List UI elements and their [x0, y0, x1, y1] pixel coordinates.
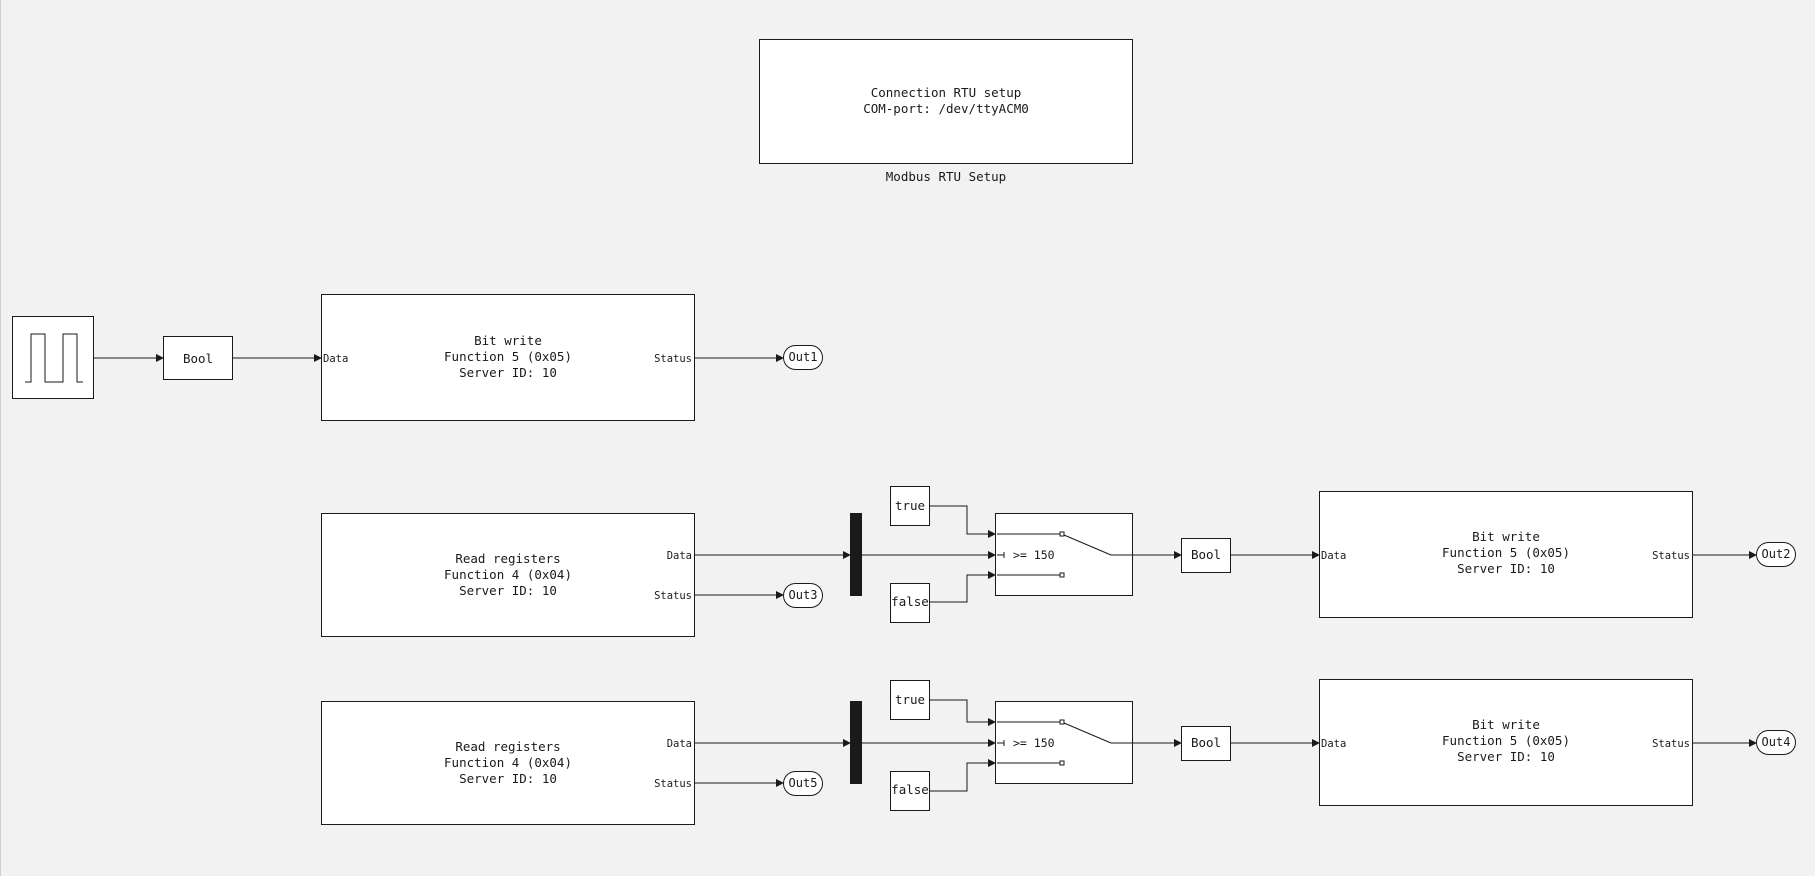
readreg-title: Read registers	[455, 739, 560, 754]
arrow-icon	[1749, 551, 1757, 559]
outport-out3[interactable]: Out3	[783, 583, 823, 608]
port-status-label: Status	[654, 590, 692, 602]
switch-block-1[interactable]: >= 150	[995, 513, 1133, 596]
setup-line2: COM-port: /dev/ttyACM0	[863, 101, 1029, 116]
readreg-function: Function 4 (0x04)	[444, 755, 572, 770]
bitwrite-server-id: Server ID: 10	[1457, 561, 1555, 576]
outport-out1[interactable]: Out1	[783, 345, 823, 370]
constant-label: true	[895, 498, 925, 513]
bitwrite-function: Function 5 (0x05)	[444, 349, 572, 364]
bitwrite-server-id: Server ID: 10	[459, 365, 557, 380]
outport-label: Out2	[1762, 547, 1791, 561]
readreg-title: Read registers	[455, 551, 560, 566]
arrow-icon	[988, 759, 996, 767]
outport-label: Out1	[789, 350, 818, 364]
arrow-icon	[1749, 739, 1757, 747]
outport-label: Out3	[789, 588, 818, 602]
readreg-server-id: Server ID: 10	[459, 583, 557, 598]
bool-label: Bool	[1191, 735, 1221, 750]
pulse-generator-block[interactable]	[12, 316, 94, 399]
port-data-label: Data	[667, 550, 692, 562]
bit-write-block-2[interactable]: Bit write Function 5 (0x05) Server ID: 1…	[1319, 491, 1693, 618]
wire-true1-to-switch	[930, 505, 989, 535]
arrow-icon	[988, 718, 996, 726]
bool-label: Bool	[183, 351, 213, 366]
outport-out4[interactable]: Out4	[1756, 730, 1796, 755]
constant-false-1[interactable]: false	[890, 583, 930, 623]
arrow-icon	[776, 779, 784, 787]
wire-false2-to-switch	[930, 762, 989, 792]
arrow-icon	[988, 551, 996, 559]
arrow-icon	[776, 354, 784, 362]
wire-false1-to-switch	[930, 574, 989, 603]
readreg-function: Function 4 (0x04)	[444, 567, 572, 582]
demux-bar-2[interactable]	[850, 701, 862, 784]
bitwrite-function: Function 5 (0x05)	[1442, 733, 1570, 748]
arrow-icon	[988, 739, 996, 747]
pulse-wave-icon	[25, 333, 83, 383]
bitwrite-title: Bit write	[1472, 529, 1540, 544]
bitwrite-title: Bit write	[1472, 717, 1540, 732]
arrow-icon	[843, 551, 851, 559]
bitwrite-server-id: Server ID: 10	[1457, 749, 1555, 764]
bool-convert-block-1[interactable]: Bool	[163, 336, 233, 380]
arrow-icon	[314, 354, 322, 362]
port-status-label: Status	[1652, 550, 1690, 562]
constant-label: false	[891, 782, 929, 797]
bool-convert-block-2[interactable]: Bool	[1181, 538, 1231, 573]
switch-block-2[interactable]: >= 150	[995, 701, 1133, 784]
arrow-icon	[156, 354, 164, 362]
bit-write-block-3[interactable]: Bit write Function 5 (0x05) Server ID: 1…	[1319, 679, 1693, 806]
arrow-icon	[1174, 739, 1182, 747]
outport-label: Out5	[789, 776, 818, 790]
arrow-icon	[1312, 739, 1320, 747]
bitwrite-title: Bit write	[474, 333, 542, 348]
constant-label: true	[895, 692, 925, 707]
port-status-label: Status	[654, 353, 692, 365]
bool-label: Bool	[1191, 547, 1221, 562]
demux-bar-1[interactable]	[850, 513, 862, 596]
wire-true2-to-switch	[930, 699, 989, 723]
setup-line1: Connection RTU setup	[871, 85, 1022, 100]
bit-write-block-1[interactable]: Bit write Function 5 (0x05) Server ID: 1…	[321, 294, 695, 421]
read-registers-block-1[interactable]: Read registers Function 4 (0x04) Server …	[321, 513, 695, 637]
arrow-icon	[988, 571, 996, 579]
constant-label: false	[891, 594, 929, 609]
port-status-label: Status	[1652, 738, 1690, 750]
bitwrite-function: Function 5 (0x05)	[1442, 545, 1570, 560]
arrow-icon	[988, 530, 996, 538]
arrow-icon	[843, 739, 851, 747]
arrow-icon	[1174, 551, 1182, 559]
constant-false-2[interactable]: false	[890, 771, 930, 811]
port-data-label: Data	[1321, 550, 1346, 562]
readreg-server-id: Server ID: 10	[459, 771, 557, 786]
port-data-label: Data	[323, 353, 348, 365]
constant-true-2[interactable]: true	[890, 680, 930, 720]
outport-out2[interactable]: Out2	[1756, 542, 1796, 567]
outport-out5[interactable]: Out5	[783, 771, 823, 796]
setup-caption: Modbus RTU Setup	[886, 169, 1006, 184]
modbus-rtu-setup-block[interactable]: Connection RTU setup COM-port: /dev/ttyA…	[759, 39, 1133, 164]
constant-true-1[interactable]: true	[890, 486, 930, 526]
switch-criterion: >= 150	[1013, 736, 1055, 750]
switch-criterion: >= 150	[1013, 548, 1055, 562]
arrow-icon	[776, 591, 784, 599]
outport-label: Out4	[1762, 735, 1791, 749]
arrow-icon	[1312, 551, 1320, 559]
port-status-label: Status	[654, 778, 692, 790]
bool-convert-block-3[interactable]: Bool	[1181, 726, 1231, 761]
read-registers-block-2[interactable]: Read registers Function 4 (0x04) Server …	[321, 701, 695, 825]
port-data-label: Data	[1321, 738, 1346, 750]
port-data-label: Data	[667, 738, 692, 750]
